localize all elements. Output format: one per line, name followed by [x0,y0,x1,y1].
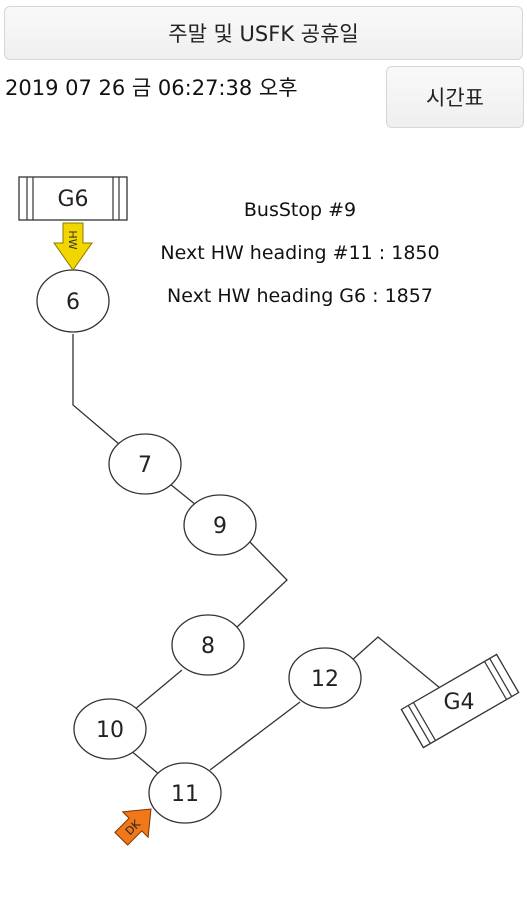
bus-marker-hw-label: HW [66,230,79,249]
route-segment-11-12 [209,701,301,771]
gate-g4-label: G4 [443,690,474,715]
bus-stop-8[interactable]: 8 [171,614,245,676]
bus-stop-6-label: 6 [66,290,80,315]
bus-stop-7-label: 7 [138,453,152,478]
bus-stop-11[interactable]: 11 [148,762,222,824]
bus-stop-11-label: 11 [171,782,199,807]
current-datetime: 2019 07 26 금 06:27:38 오후 [5,76,298,100]
route-segment-6-7 [72,334,127,451]
route-segment-7-9 [169,483,197,506]
route-segment-10-11 [129,749,161,776]
next-hw-to-11: Next HW heading #11 : 1850 [160,242,440,264]
next-hw-to-g6: Next HW heading G6 : 1857 [167,285,433,307]
route-segment-9-8 [235,539,288,629]
bus-stop-title: BusStop #9 [243,199,357,221]
route-segment-8-10 [133,669,183,711]
bus-stop-12-label: 12 [311,667,339,692]
weekend-holiday-button[interactable]: 주말 및 USFK 공휴일 [4,6,523,60]
gate-g6-label: G6 [57,187,88,212]
bus-marker-dk[interactable]: DK [109,796,164,851]
gate-g6[interactable]: G6 [18,176,128,221]
bus-stop-8-label: 8 [201,634,215,659]
route-segment-12-g4 [349,636,441,689]
bus-marker-hw[interactable]: HW [53,222,93,271]
route-lines [72,334,441,776]
bus-stop-7[interactable]: 7 [108,433,182,495]
gate-g4[interactable] [400,653,520,749]
bus-stop-9-label: 9 [213,514,227,539]
bus-stop-10-label: 10 [96,718,124,743]
bus-stop-6[interactable]: 6 [36,269,110,333]
timetable-button[interactable]: 시간표 [386,66,524,128]
bus-stop-10[interactable]: 10 [73,698,147,760]
bus-stop-12[interactable]: 12 [288,647,362,709]
bus-stop-9[interactable]: 9 [183,494,257,556]
